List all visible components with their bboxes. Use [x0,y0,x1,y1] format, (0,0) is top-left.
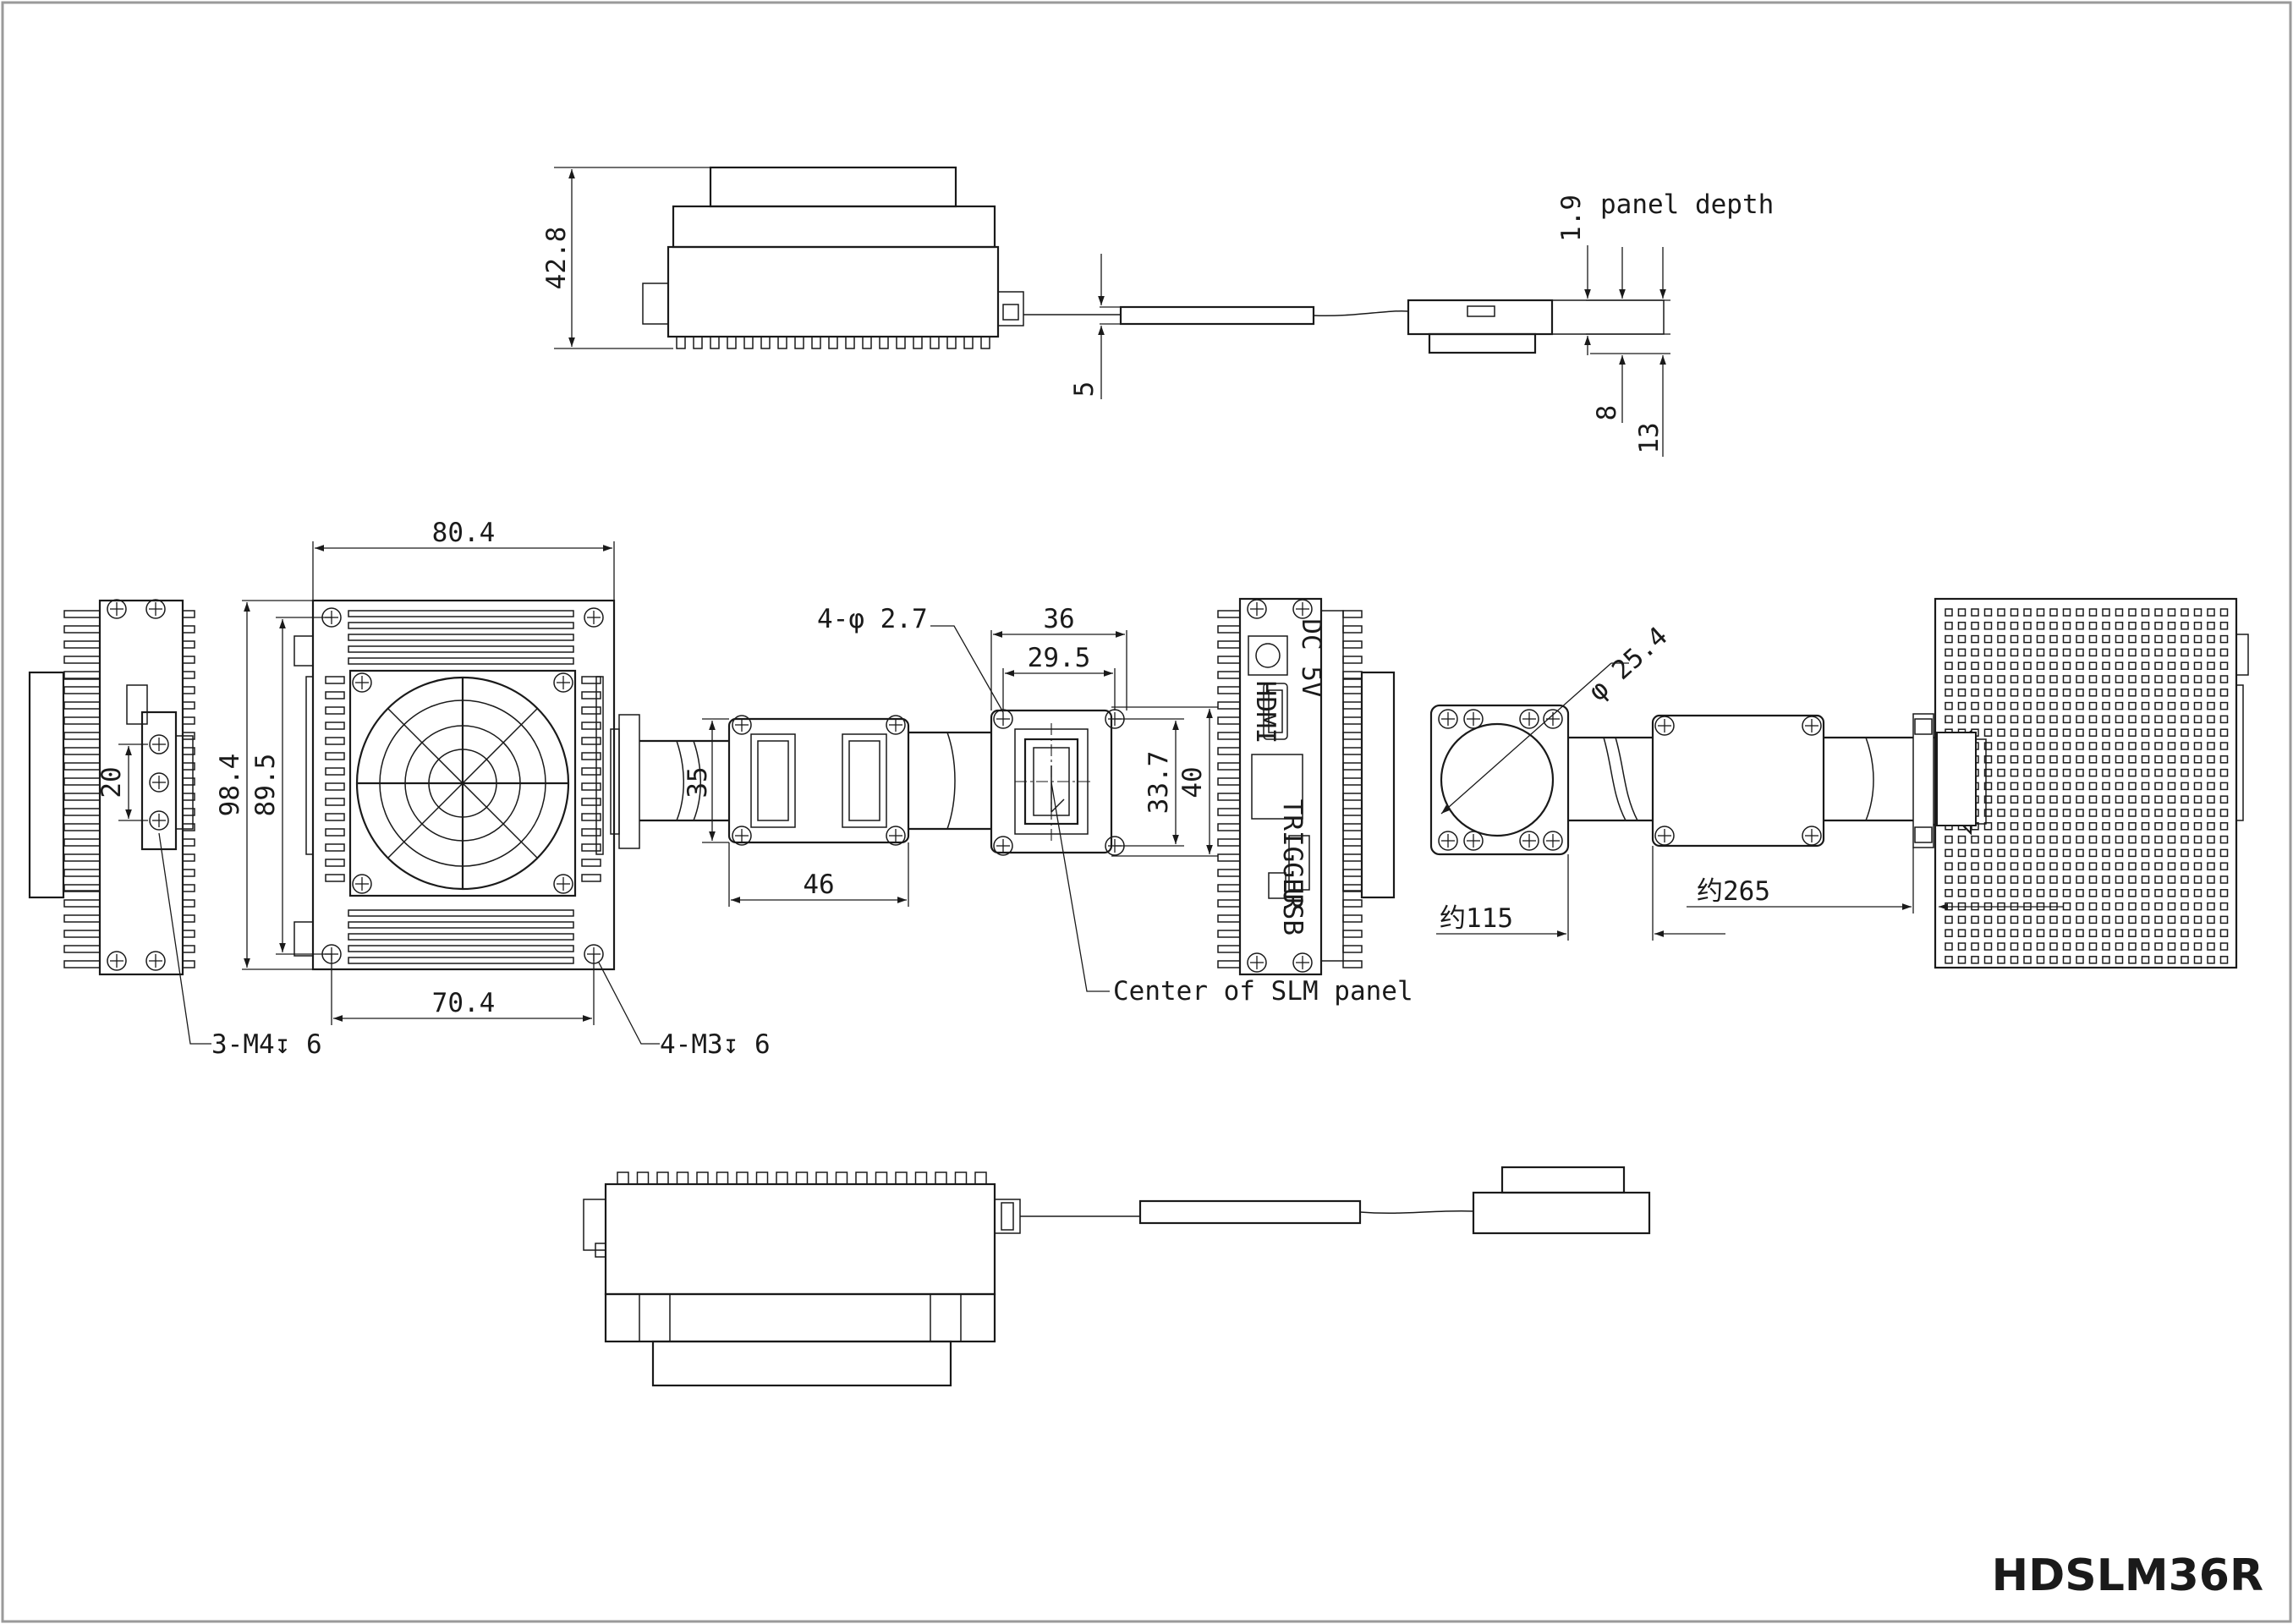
aperture-label: φ 25.4 [1583,621,1673,707]
port-side-view: DC 5V HDMI USB TRIGGER [1217,597,1396,976]
dim-13-label: 13 [1634,422,1665,453]
model-title: HDSLM36R [1992,1550,2263,1601]
dim-35-label: 35 [683,766,713,798]
top-slm-head [1407,299,1665,354]
dim-98-4-label: 98.4 [215,754,245,817]
dim-89-5-label: 89.5 [250,754,281,817]
perforation-grid [1945,608,2229,964]
bottom-view [583,1166,1651,1387]
top-view: 42.8 5 1.9 panel depth 8 13 [541,166,1774,457]
port-a-label: USB [1277,888,1308,935]
top-driver-board [1119,305,1315,326]
left-side-view: 20 3-M4↧ 6 [28,599,322,1060]
side-thread-label: 3-M4↧ 6 [211,1029,322,1060]
dim-36-label: 36 [1043,604,1074,634]
port-hdmi-label: HDMI [1250,681,1281,744]
mount-thread-label: 4-M3↧ 6 [660,1029,771,1060]
port-b-label: TRIGGER [1277,799,1308,910]
perforated-back-view [1934,597,2249,969]
dim-1-9-label: 1.9 [1556,195,1587,242]
holes-label: 4-φ 2.7 [817,604,928,634]
slm-panel-front: 36 29.5 33.7 40 4-φ 2.7 Center of SLM pa… [817,604,1413,1007]
fan [348,669,577,897]
dim-33-7-label: 33.7 [1144,751,1174,815]
dim-265-label: 约265 [1697,876,1770,907]
dim-20-label: 20 [96,766,127,798]
top-fins [676,336,990,349]
dim-115-label: 约115 [1440,903,1513,934]
dim-46-label: 46 [803,870,834,900]
fan-front-view: 80.4 98.4 89.5 70.4 4-M3↧ 6 [215,518,771,1060]
dim-5: 5 [1069,254,1121,399]
port-power-label: DC 5V [1296,618,1326,697]
dim-42-8: 42.8 [541,167,710,349]
ribbon-cable-and-driver-board: 35 46 [610,714,991,907]
left-side-fins [63,610,195,968]
center-label: Center of SLM panel [1113,976,1413,1007]
panel-depth-label: panel depth [1600,189,1774,220]
fan-housing-slots [325,610,601,964]
dim-70-4-label: 70.4 [432,988,496,1018]
dim-29-5-label: 29.5 [1028,643,1091,673]
dim-5-label: 5 [1069,381,1100,398]
dim-8-label: 8 [1592,405,1622,421]
dim-80-4-label: 80.4 [432,518,496,548]
top-driver-housing [642,166,1024,349]
bottom-fins [617,1171,987,1185]
dim-panel: 1.9 panel depth 8 13 [1556,189,1774,457]
dim-42-8-label: 42.8 [541,227,572,290]
dim-40-label: 40 [1177,766,1208,798]
